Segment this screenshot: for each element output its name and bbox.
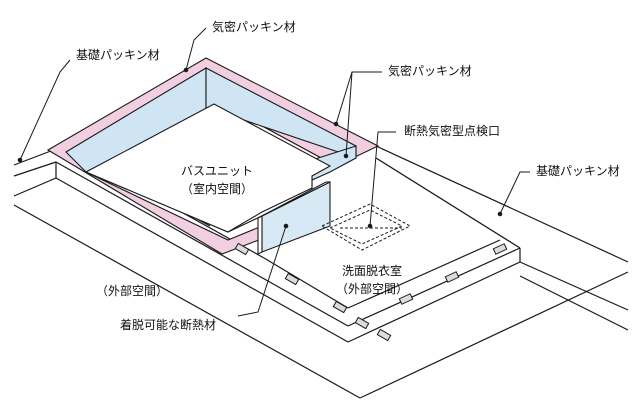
block [376,328,392,342]
label-outside: （外部空間） [96,284,169,298]
foundation-right-outer [359,271,629,399]
block [398,293,414,305]
insulation-side [257,215,263,255]
leader-kiso-left [19,59,71,161]
foundation-far-right [375,145,629,263]
label-bath-name: バスユニット [180,164,253,178]
block [444,271,460,283]
inspection-hatch [320,203,412,251]
foundation-right-top [347,247,521,327]
label-removable: 着脱可能な断熱材 [120,318,217,332]
washroom-inner-line [263,257,349,309]
block [284,272,300,286]
leader-tenken [369,131,396,227]
foundation-top-left-2 [13,161,57,177]
label-senmen-name: 洗面脱衣室 [341,264,402,278]
leader-kimitsu-top [185,27,207,71]
block [332,300,348,314]
bath-wall-back-right [205,67,357,159]
label-bath-sub: （室内空間） [180,182,253,196]
label-kiso-right: 基礎パッキン材 [536,164,620,178]
label-tenken: 断熱気密型点検口 [404,124,501,138]
foundation-left-wall-top [55,161,349,327]
block [354,316,370,330]
foundation-far-right-3 [519,261,629,311]
bath-floor [84,103,332,233]
block [234,242,250,256]
leader-removable [237,225,287,317]
foundation-left-face [13,162,57,197]
label-kimitsu-top: 気密パッキン材 [212,20,296,34]
packing-blocks [234,242,508,342]
foundation-far-right-2 [375,157,521,249]
foundation-outer-bottom [13,204,361,399]
leader-kiso-right [499,171,530,215]
block [492,243,508,255]
foundation-left-wall-outer [55,177,349,343]
label-kimitsu-right: 気密パッキン材 [388,64,472,78]
removable-insulation-panel [257,181,331,255]
insulation-top [257,181,331,219]
label-senmen-sub: （外部空間） [335,282,408,296]
leader-kimitsu-right-2 [345,71,353,157]
label-kiso-left: 基礎パッキン材 [76,48,160,62]
foundation-far-right-4 [519,275,629,331]
leader-kimitsu-right [335,71,382,125]
washroom-inner-line-2 [347,239,501,309]
